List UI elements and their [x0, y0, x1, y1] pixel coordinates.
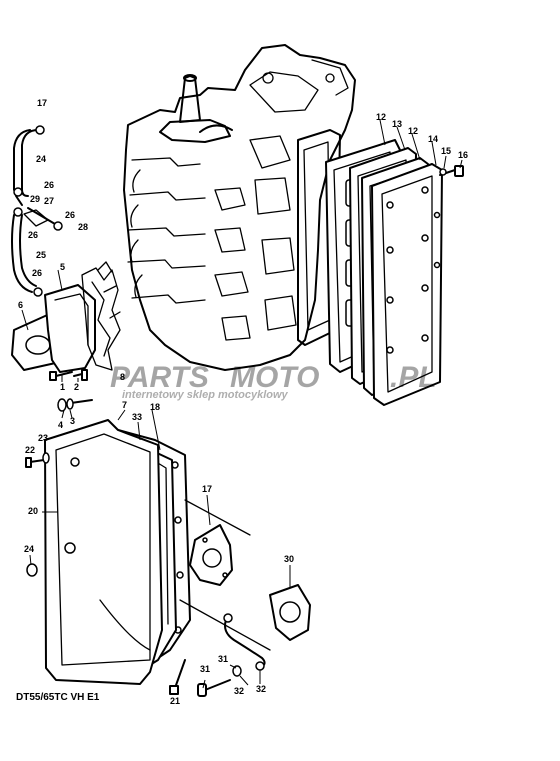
- callout-4: 4: [58, 420, 63, 430]
- callout-32: 32: [256, 684, 266, 694]
- callout-2: 2: [74, 382, 79, 392]
- bolt-3-4: [57, 398, 93, 412]
- bolts-1-2: [49, 369, 88, 381]
- reed-valve-stack: [81, 261, 121, 371]
- callout-30: 32: [234, 686, 244, 696]
- callout-31: 31: [218, 654, 228, 664]
- callout-26-d: 28: [78, 222, 88, 232]
- callout-labels: 17 24 26 29 27 26 28 26 25 26 5 6 1 2 4 …: [18, 98, 468, 706]
- callout-22: 23: [38, 433, 48, 443]
- gasket-17: [189, 524, 233, 586]
- callout-23: 24: [24, 544, 34, 554]
- leader-lines: [21, 119, 463, 695]
- watermark: PARTS MOTO .PL internetowy sklep motocyk…: [110, 361, 437, 401]
- gasket-28: [269, 584, 311, 641]
- callout-3: 3: [70, 416, 75, 426]
- bolt-29-30: [197, 665, 242, 697]
- clip-31-32: [223, 613, 266, 671]
- callout-21: 22: [25, 445, 35, 455]
- intake-body-5: [44, 284, 96, 373]
- callout-13: 13: [392, 119, 402, 129]
- callout-26-b: 26: [44, 180, 54, 190]
- callout-5: 5: [60, 262, 65, 272]
- watermark-part1: PARTS: [110, 361, 209, 394]
- callout-24-b: 25: [36, 250, 46, 260]
- callout-14: 14: [428, 134, 438, 144]
- watermark-tagline: internetowy sklep motocyklowy: [122, 389, 289, 401]
- callout-12-b: 12: [408, 126, 418, 136]
- callout-28: 30: [284, 554, 294, 564]
- watermark-part2: MOTO: [230, 361, 319, 394]
- callout-26-c: 27: [44, 196, 54, 206]
- washer-22: [42, 452, 50, 464]
- callout-18: 18: [150, 402, 160, 412]
- callout-25: 26: [65, 210, 75, 220]
- callout-26-e: 26: [28, 230, 38, 240]
- callout-19: 20: [28, 506, 38, 516]
- engine-block: [123, 44, 356, 371]
- callout-7: 7: [122, 400, 127, 410]
- callout-29: 31: [200, 664, 210, 674]
- exhaust-plate-14: [371, 163, 443, 406]
- callout-17: 17: [202, 484, 212, 494]
- plug-23: [26, 563, 38, 577]
- callout-12-a: 12: [376, 112, 386, 122]
- callout-26-f: 26: [32, 268, 42, 278]
- model-code: DT55/65TC VH E1: [16, 692, 100, 703]
- callout-26-top: 17: [37, 98, 47, 108]
- hose-assembly: [11, 125, 63, 297]
- bolt-21: [25, 457, 45, 468]
- callout-8: 8: [120, 372, 125, 382]
- callout-1: 1: [60, 382, 65, 392]
- washer-15: [439, 168, 447, 176]
- callout-15: 15: [441, 146, 451, 156]
- watermark-part3: .PL: [390, 361, 437, 394]
- bolt-20: [169, 659, 186, 695]
- callout-20: 21: [170, 696, 180, 706]
- callout-27: 29: [30, 194, 40, 204]
- callout-24-top: 24: [36, 154, 46, 164]
- callout-16: 16: [458, 150, 468, 160]
- bolt-16: [439, 165, 464, 177]
- callout-6: 6: [18, 300, 23, 310]
- callout-33: 33: [132, 412, 142, 422]
- cover-19: [44, 419, 163, 685]
